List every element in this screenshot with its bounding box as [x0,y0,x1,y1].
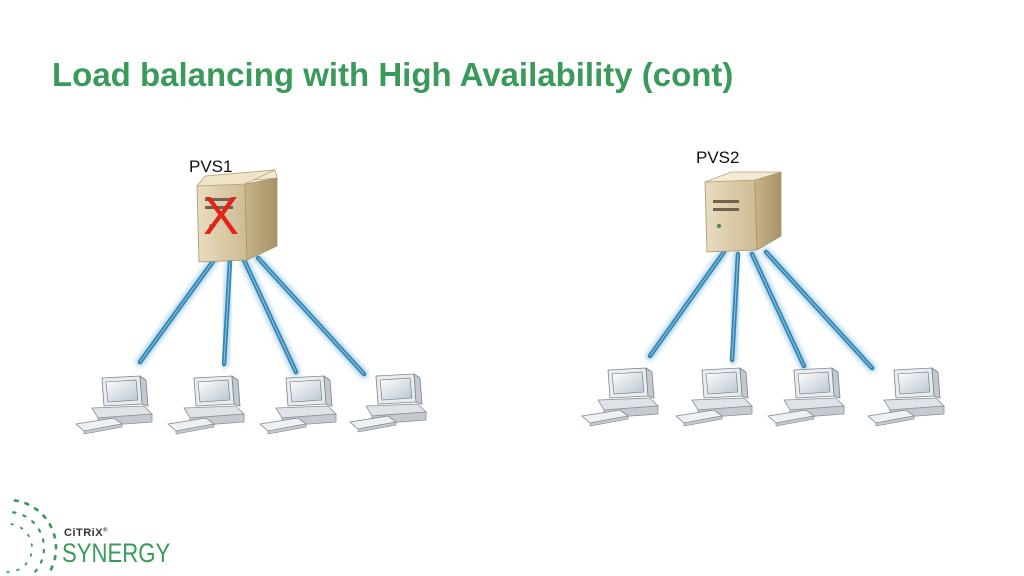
links-pvs1 [135,253,369,379]
client-pvs1-1-icon [75,375,153,435]
link-pvs2-client-3 [747,249,809,371]
server-pvs2-icon [704,171,782,253]
logo-brand-text: CiTRiX® [64,527,108,539]
clients-pvs2 [581,367,945,427]
logo-product-text: SYNERGY [62,538,171,568]
client-pvs1-4-icon [349,373,427,433]
link-pvs2-client-4 [761,247,877,373]
server-label-pvs2: PVS2 [696,148,740,167]
link-pvs1-client-4 [253,253,369,379]
clients-pvs1 [75,373,427,435]
client-pvs1-3-icon [259,375,337,435]
failure-x-mark: X [203,186,240,246]
citrix-synergy-logo-icon [6,499,58,573]
slide-title: Load balancing with High Availability (c… [52,56,734,93]
link-pvs2-client-1 [645,247,729,361]
server-label-pvs1: PVS1 [189,157,233,176]
links-pvs2 [645,247,877,373]
client-pvs2-4-icon [867,367,945,427]
client-pvs2-1-icon [581,367,659,427]
server-pvs1-icon [196,169,278,263]
link-pvs2-client-2 [727,249,743,365]
client-pvs2-2-icon [675,367,753,427]
client-pvs1-2-icon [167,375,245,435]
client-pvs2-3-icon [767,367,845,427]
link-pvs1-client-3 [239,255,301,377]
link-pvs1-client-1 [135,255,219,367]
link-pvs1-client-2 [219,257,235,369]
